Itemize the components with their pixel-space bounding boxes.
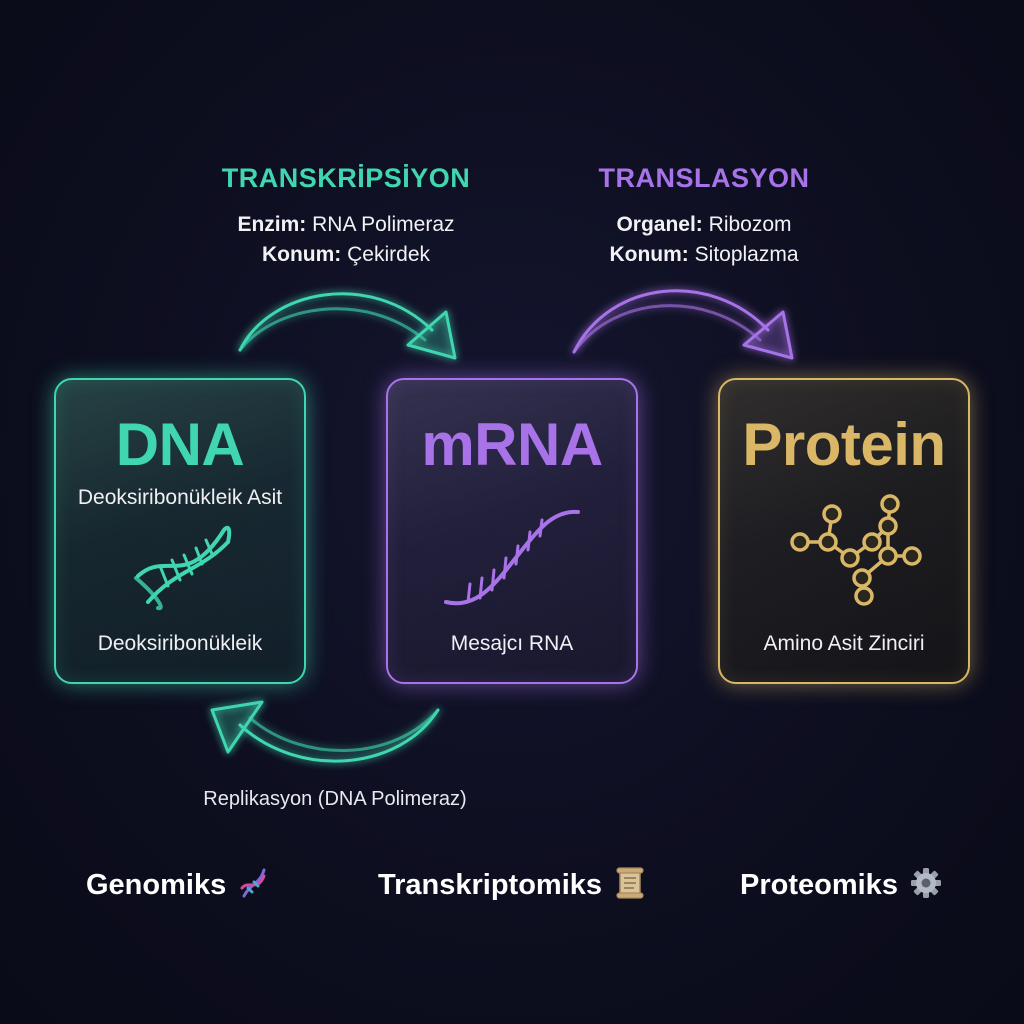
organelle-value: Ribozom — [708, 213, 792, 236]
footer-genomics: Genomiks — [86, 866, 268, 902]
dna-helix-icon — [134, 525, 232, 611]
dna-emoji-icon — [240, 868, 266, 898]
protein-card-caption: Amino Asit Zinciri — [763, 632, 925, 655]
amino-acid-chain-icon — [790, 494, 922, 606]
transcriptomics-label: Transkriptomiks — [378, 869, 603, 901]
footer-proteomics: Proteomiks — [740, 866, 942, 902]
organelle-key: Organel: — [616, 213, 703, 236]
location-value: Çekirdek — [347, 243, 431, 266]
footer-transcriptomics: Transkriptomiks — [378, 866, 646, 902]
transcription-title: TRANSKRİPSİYON — [221, 163, 471, 193]
dna-card-subtitle: Deoksiribonükleik Asit — [77, 486, 283, 509]
transcription-details: Enzim: RNA Polimeraz Konum: Çekirdek — [166, 210, 526, 270]
translation-location-value: Sitoplazma — [694, 243, 799, 266]
gear-emoji-icon — [911, 868, 942, 898]
protein-card: Protein Amino Asit Zinciri — [718, 378, 970, 684]
translation-details: Organel: Ribozom Konum: Sitoplazma — [524, 210, 884, 270]
mrna-card: mRNA Mesajcı RNA — [386, 378, 638, 684]
translation-location-key: Konum: — [609, 243, 689, 266]
proteomics-label: Proteomiks — [740, 869, 898, 901]
transcription-arrow — [238, 292, 457, 360]
translation-arrow — [572, 289, 794, 360]
dna-card-title: DNA — [115, 411, 245, 478]
enzyme-key: Enzim: — [237, 213, 307, 236]
mrna-card-caption: Mesajcı RNA — [450, 632, 574, 655]
replication-arrow — [210, 700, 440, 763]
scroll-emoji-icon — [616, 867, 644, 899]
rna-strand-icon — [444, 509, 580, 606]
dna-card-caption: Deoksiribonükleik — [97, 632, 263, 655]
dna-card: DNA Deoksiribonükleik Asit Deoksiribonük… — [54, 378, 306, 684]
protein-card-title: Protein — [742, 411, 946, 478]
replication-label: Replikasyon (DNA Polimeraz) — [203, 788, 467, 810]
genomics-label: Genomiks — [86, 869, 227, 901]
translation-title: TRANSLASYON — [598, 163, 810, 193]
mrna-card-title: mRNA — [421, 411, 603, 478]
location-key: Konum: — [261, 243, 342, 266]
enzyme-value: RNA Polimeraz — [312, 213, 455, 236]
